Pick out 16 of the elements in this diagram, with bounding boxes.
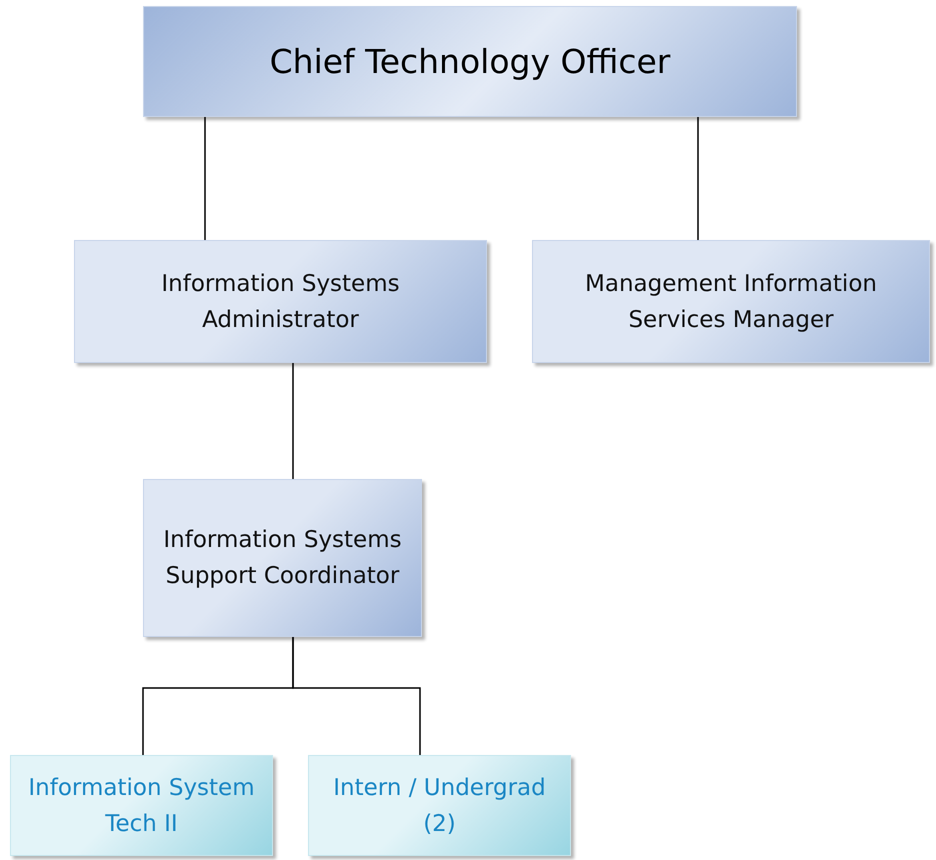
position-title: Management Information Services Manager xyxy=(584,270,878,334)
position-title: Chief Technology Officer xyxy=(270,40,670,83)
connector-line xyxy=(292,363,294,479)
position-box xyxy=(143,6,797,117)
position-box xyxy=(308,755,571,856)
connector-line xyxy=(204,117,206,240)
position-title: Information Systems Administrator xyxy=(160,270,401,334)
position-box xyxy=(74,240,487,363)
position-box xyxy=(143,479,422,637)
position-title: Intern / Undergrad (2) xyxy=(332,774,547,838)
connector-line xyxy=(697,117,699,240)
connector-line xyxy=(292,637,421,755)
position-title: Information System Tech II xyxy=(27,774,256,838)
position-box xyxy=(532,240,930,363)
position-box xyxy=(10,755,273,856)
position-title: Information Systems Support Coordinator xyxy=(162,526,403,591)
